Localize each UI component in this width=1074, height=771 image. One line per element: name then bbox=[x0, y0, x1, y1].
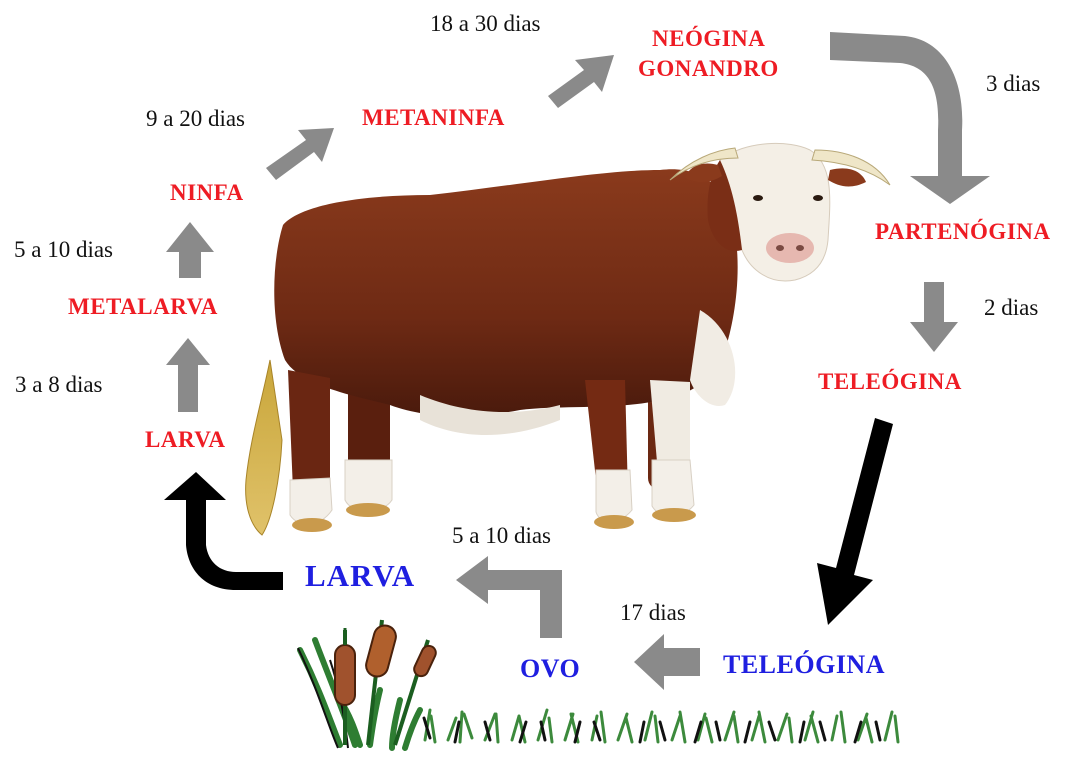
duration-neogina: 18 a 30 dias bbox=[430, 12, 541, 35]
bull-icon bbox=[246, 143, 890, 535]
stage-partenogina: PARTENÓGINA bbox=[875, 220, 1051, 243]
duration-ninfa: 5 a 10 dias bbox=[14, 238, 113, 261]
arrow-icon bbox=[456, 556, 562, 638]
stage-gonandro: GONANDRO bbox=[638, 57, 779, 80]
grass-icon bbox=[424, 710, 898, 742]
duration-metalarva: 3 a 8 dias bbox=[15, 373, 103, 396]
cattail-plant-icon bbox=[298, 620, 438, 748]
duration-teleogina: 2 dias bbox=[984, 296, 1038, 319]
stage-ninfa: NINFA bbox=[170, 181, 244, 204]
duration-ovo: 17 dias bbox=[620, 601, 686, 624]
stage-metaninfa: METANINFA bbox=[362, 106, 505, 129]
duration-partenogina: 3 dias bbox=[986, 72, 1040, 95]
stage-teleogina-ground: TELEÓGINA bbox=[723, 652, 885, 678]
stage-neogina: NEÓGINA bbox=[652, 27, 765, 50]
arrow-icon bbox=[910, 282, 958, 352]
stage-ovo: OVO bbox=[520, 656, 580, 682]
duration-metaninfa: 9 a 20 dias bbox=[146, 107, 245, 130]
duration-larva-ground: 5 a 10 dias bbox=[452, 524, 551, 547]
arrow-icon bbox=[548, 55, 614, 108]
arrow-icon bbox=[166, 222, 214, 278]
stage-larva-host: LARVA bbox=[145, 428, 226, 451]
arrow-icon bbox=[634, 634, 700, 690]
stage-metalarva: METALARVA bbox=[68, 295, 218, 318]
stage-larva-ground: LARVA bbox=[305, 560, 415, 591]
arrow-icon bbox=[166, 338, 210, 412]
arrow-icon bbox=[817, 418, 893, 625]
arrow-icon bbox=[266, 128, 334, 180]
stage-teleogina-host: TELEÓGINA bbox=[818, 370, 962, 393]
